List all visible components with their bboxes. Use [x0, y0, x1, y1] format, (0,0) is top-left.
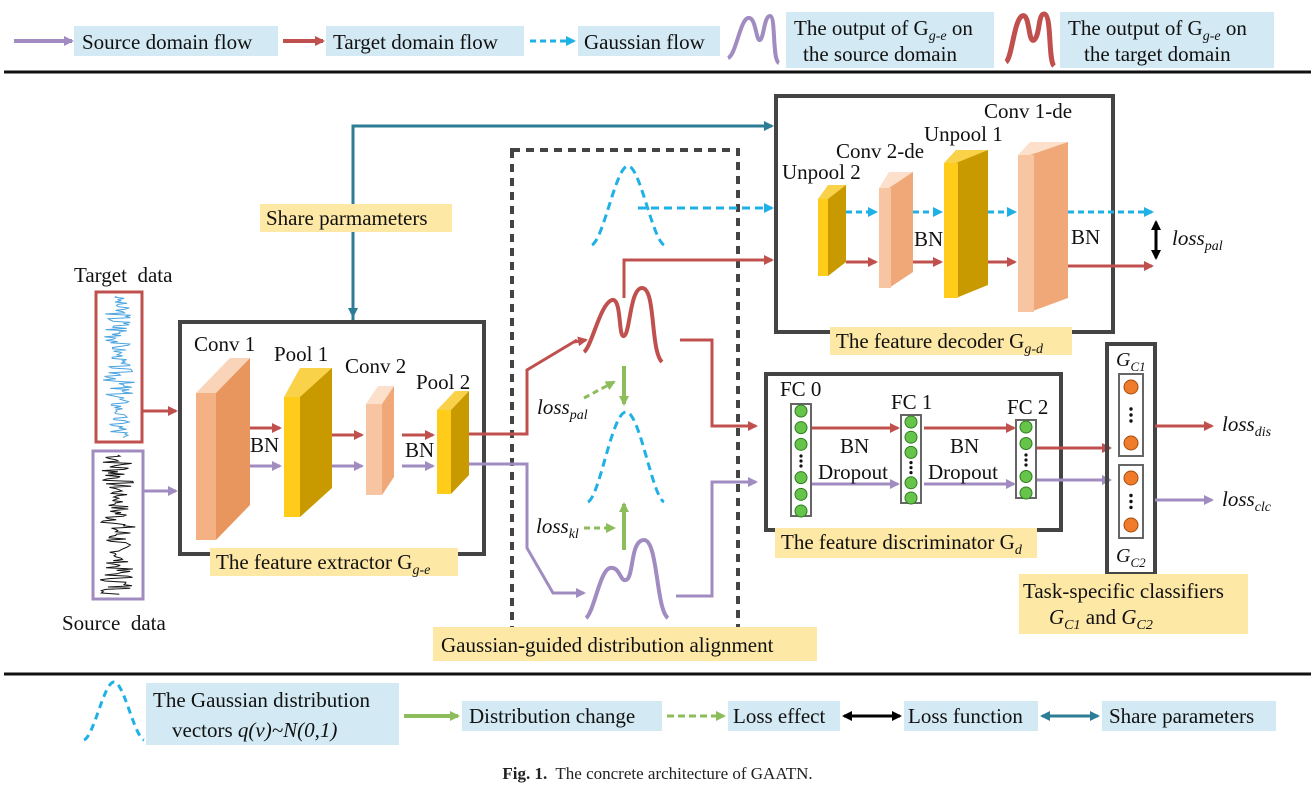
disc-dropout1: Dropout — [818, 460, 888, 484]
pool1-block — [284, 368, 332, 517]
target-signal-waveform — [103, 295, 135, 439]
figure-caption: Fig. 1. The concrete architecture of GAA… — [0, 764, 1315, 784]
conv1-label: Conv 1 — [194, 332, 255, 356]
legend-output-target: The output of Gg-e on — [1068, 16, 1247, 44]
pool2-label: Pool 2 — [416, 370, 470, 394]
legend-source-flow: Source domain flow — [82, 30, 253, 54]
source-output-curve — [584, 537, 670, 620]
share-parameters-link: Share parmameters — [260, 121, 774, 320]
legend-bottom: The Gaussian distribution vectors q(v)~N… — [83, 680, 1276, 745]
gc1-label: GC1 — [1116, 349, 1146, 374]
feature-decoder: Conv 1-de Unpool 1 Conv 2-de Unpool 2 — [774, 94, 1223, 357]
conv2de-label: Conv 2-de — [836, 139, 924, 163]
loss-pal-align: losspal — [537, 395, 588, 423]
conv1-block — [196, 358, 250, 540]
gc2-layer — [1118, 464, 1144, 539]
legend-top: Source domain flow Target domain flow Ga… — [14, 11, 1274, 68]
legend-output-source: The output of Gg-e on — [794, 16, 973, 44]
legend-output-source-l2: the source domain — [803, 42, 957, 66]
legend-loss-function: Loss function — [908, 704, 1023, 728]
target-flow-to-alignment — [469, 338, 578, 436]
discriminator-title: The feature discriminator Gd — [781, 530, 1023, 558]
decoder-bn1: BN — [914, 227, 943, 251]
conv2-label: Conv 2 — [345, 354, 406, 378]
conv1de-block — [1018, 142, 1068, 312]
disc-bn1: BN — [840, 434, 869, 458]
legend-output-target-l2: the target domain — [1084, 42, 1231, 66]
classifiers-title-l1: Task-specific classifiers — [1023, 579, 1224, 603]
legend-gaussian-flow: Gaussian flow — [584, 30, 706, 54]
loss-dis: lossdis — [1222, 412, 1272, 440]
loss-clc: lossclc — [1222, 487, 1272, 515]
legend-distribution-change: Distribution change — [469, 704, 635, 728]
pool2-block — [437, 391, 469, 494]
feature-discriminator: FC 0 FC 1 FC 2 BN Dropout BN Dropout The… — [764, 372, 1112, 558]
target-output-curve-icon — [1003, 11, 1057, 68]
feature-extractor: Conv 1 Pool 1 Conv 2 Pool 2 BN BN — [178, 320, 486, 578]
gaussian-curve-middle — [586, 410, 666, 504]
legend-target-flow: Target domain flow — [333, 30, 499, 54]
fc1-label: FC 1 — [891, 390, 932, 414]
legend-share-parameters: Share parameters — [1109, 704, 1254, 728]
gaussian-vector-icon — [83, 680, 145, 742]
share-parameters-label: Share parmameters — [266, 206, 428, 230]
extractor-bn1: BN — [250, 433, 279, 457]
conv2de-block — [879, 172, 913, 288]
inputs: Target data Source data — [62, 263, 178, 635]
legend-gaussian-l1: The Gaussian distribution — [153, 688, 370, 712]
fc0-label: FC 0 — [780, 377, 821, 401]
source-output-curve-icon — [726, 13, 781, 65]
gc1-layer — [1118, 373, 1144, 457]
disc-bn2: BN — [950, 434, 979, 458]
classifiers-title-l2: GC1 and GC2 — [1049, 605, 1153, 633]
extractor-title: The feature extractor Gg-e — [216, 550, 430, 578]
legend-gaussian-l2: vectors q(v)~N(0,1) — [172, 718, 337, 742]
target-data-label: Target data — [74, 263, 173, 287]
fc2-layer — [1015, 419, 1037, 500]
source-data-box — [91, 449, 145, 601]
gc2-label: GC2 — [1116, 545, 1146, 570]
legend-loss-effect: Loss effect — [733, 704, 825, 728]
disc-dropout2: Dropout — [928, 460, 998, 484]
conv2-block — [366, 386, 394, 495]
unpool2-block — [818, 185, 846, 276]
gaussian-curve-top — [590, 164, 666, 247]
loss-pal-decoder: losspal — [1172, 226, 1223, 254]
target-data-box — [94, 290, 144, 444]
decoder-bn2: BN — [1071, 225, 1100, 249]
pool1-label: Pool 1 — [274, 342, 328, 366]
unpool1-label: Unpool 1 — [924, 122, 1003, 146]
source-signal-waveform — [99, 454, 136, 595]
fc2-label: FC 2 — [1007, 395, 1048, 419]
unpool2-label: Unpool 2 — [782, 160, 861, 184]
source-flow-to-alignment — [469, 462, 580, 595]
gaussian-alignment: losspal losskl Gaussian-guided distribut… — [433, 148, 817, 661]
loss-kl-align: losskl — [536, 514, 579, 542]
target-output-curve — [582, 285, 664, 364]
caption-text: The concrete architecture of GAATN. — [555, 764, 813, 783]
source-data-label: Source data — [62, 611, 166, 635]
fc1-layer — [900, 414, 922, 505]
unpool1-block — [944, 150, 988, 298]
fc0-layer — [790, 403, 812, 518]
conv1de-label: Conv 1-de — [984, 99, 1072, 123]
extractor-bn2: BN — [405, 438, 434, 462]
task-classifiers: GC1 GC2 lossdis lossclc Task-specific cl… — [1019, 342, 1272, 634]
caption-prefix: Fig. 1. — [502, 764, 548, 783]
alignment-title: Gaussian-guided distribution alignment — [441, 633, 774, 657]
decoder-title: The feature decoder Gg-d — [836, 329, 1044, 357]
